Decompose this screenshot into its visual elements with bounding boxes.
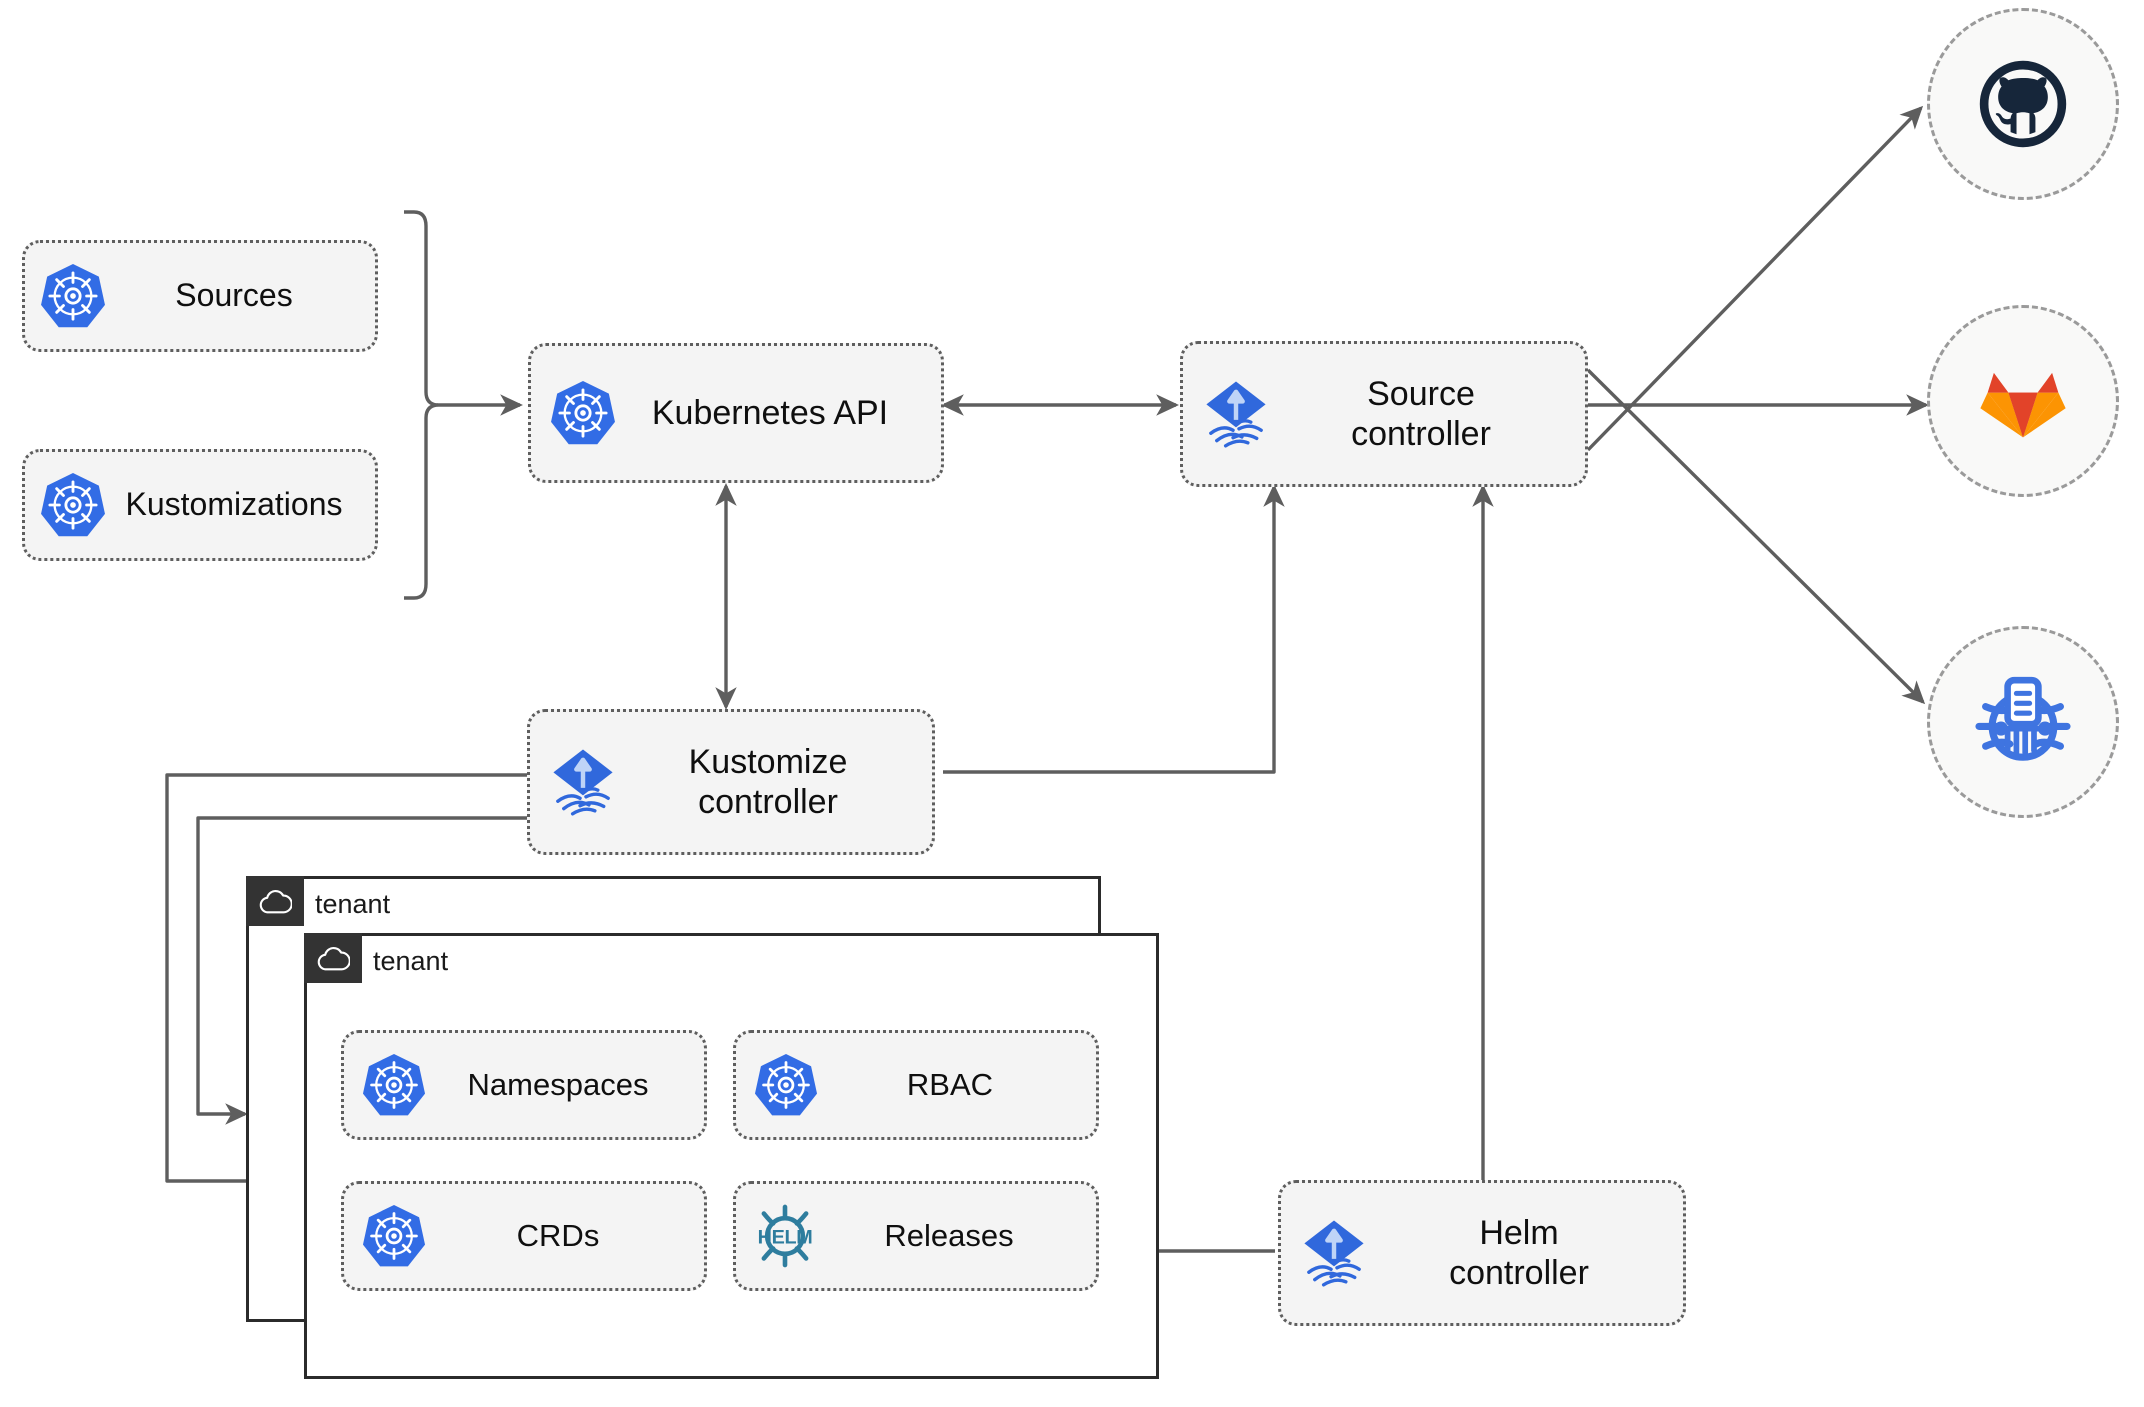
flux-icon-glyph — [553, 749, 613, 816]
node-crds[interactable]: CRDs — [341, 1181, 707, 1291]
flux-icon — [1297, 1216, 1371, 1290]
node-kustomize-controller[interactable]: Kustomize controller — [527, 709, 935, 855]
node-kustomizations-label: Kustomizations — [125, 486, 343, 523]
node-helm-controller[interactable]: Helm controller — [1278, 1180, 1686, 1326]
kubernetes-icon-glyph — [362, 1053, 426, 1116]
helm-icon: HELM — [752, 1203, 818, 1269]
node-sources-label: Sources — [175, 277, 293, 314]
node-releases[interactable]: HELM Releases — [733, 1181, 1099, 1291]
kubernetes-icon-glyph — [551, 381, 615, 445]
kubernetes-icon-glyph — [362, 1204, 426, 1267]
node-releases-label: Releases — [884, 1217, 1014, 1253]
cloud-icon — [246, 876, 304, 926]
tenant-label-inner: tenant — [373, 946, 449, 976]
kubernetes-icon — [549, 379, 617, 447]
kubernetes-icon — [752, 1051, 820, 1119]
endpoint-github[interactable] — [1927, 8, 2119, 200]
kubernetes-icon-glyph — [754, 1053, 818, 1116]
flux-icon-glyph — [1304, 1220, 1364, 1287]
node-kubernetes-api[interactable]: Kubernetes API — [528, 343, 944, 483]
cloud-icon-glyph — [317, 946, 350, 971]
tenant-label-outer: tenant — [315, 889, 391, 919]
node-rbac-label: RBAC — [906, 1066, 994, 1102]
node-source-controller[interactable]: Source controller — [1180, 341, 1588, 487]
node-kustomizations[interactable]: Kustomizations — [22, 449, 378, 561]
node-kubernetes-api-label: Kubernetes API — [651, 393, 889, 432]
helm-icon-glyph: HELM — [758, 1204, 813, 1268]
node-source-controller-label: Source controller — [1351, 374, 1491, 453]
github-icon — [1979, 60, 2067, 148]
endpoint-helm-repository[interactable] — [1927, 626, 2119, 818]
node-crds-label: CRDs — [516, 1217, 600, 1253]
kubernetes-icon-glyph — [41, 264, 105, 328]
kubernetes-icon — [360, 1051, 428, 1119]
node-kustomize-controller-label: Kustomize controller — [688, 742, 848, 821]
cloud-icon-glyph — [259, 889, 292, 914]
cloud-icon — [304, 933, 362, 983]
kubernetes-icon — [39, 262, 107, 330]
node-helm-controller-label: Helm controller — [1449, 1213, 1589, 1292]
tenant-container-inner: tenant — [304, 933, 1159, 1379]
flux-icon-glyph — [1206, 381, 1266, 448]
endpoint-gitlab[interactable] — [1927, 305, 2119, 497]
svg-text:HELM: HELM — [758, 1226, 813, 1248]
node-namespaces[interactable]: Namespaces — [341, 1030, 707, 1140]
flux-icon — [1199, 377, 1273, 451]
flux-icon — [546, 745, 620, 819]
helm-repository-icon — [1975, 676, 2071, 761]
node-rbac[interactable]: RBAC — [733, 1030, 1099, 1140]
gitlab-icon — [1980, 372, 2066, 438]
kubernetes-icon — [39, 471, 107, 539]
node-namespaces-label: Namespaces — [467, 1066, 649, 1102]
kubernetes-icon-glyph — [41, 473, 105, 537]
kubernetes-icon — [360, 1202, 428, 1270]
node-sources[interactable]: Sources — [22, 240, 378, 352]
